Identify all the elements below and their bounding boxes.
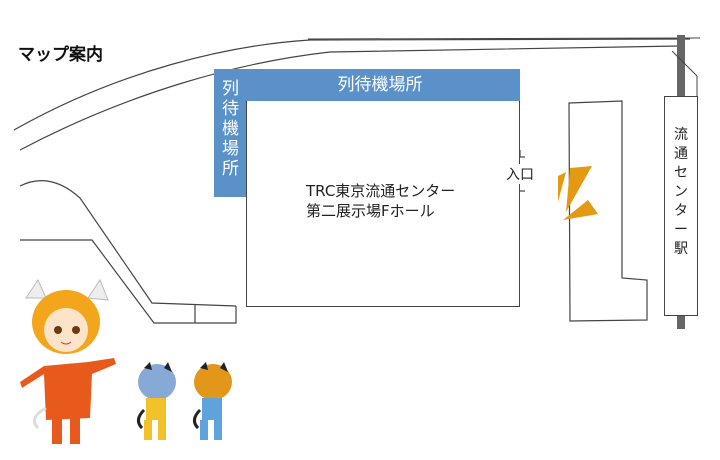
queue-area-left-text: 列待機場所 (222, 79, 239, 179)
queue-area-left-label: 列待機場所 (214, 79, 247, 179)
queue-area-left (214, 69, 247, 197)
page-title: マップ案内 (18, 45, 103, 65)
exhibition-hall (246, 101, 520, 307)
hall-label: TRC東京流通センター 第二展示場Fホール (306, 181, 455, 221)
orange-hair-mascot-illustration (193, 362, 232, 440)
queue-area-top-label: 列待機場所 (337, 75, 423, 95)
road-curve (19, 180, 237, 307)
main-mascot-illustration (20, 278, 116, 444)
hall-label-line1: TRC東京流通センター (306, 182, 456, 200)
road-lower (20, 239, 237, 324)
hall-label-line2: 第二展示場Fホール (306, 202, 435, 220)
rail-line-outer (13, 38, 691, 131)
rail-line-inner (19, 45, 681, 151)
blue-hair-mascot-illustration (137, 362, 176, 440)
station-label: 流通センター駅 (664, 126, 698, 259)
station-platform (664, 96, 698, 316)
queue-area-top (214, 69, 520, 101)
entrance-marker-icon (558, 166, 598, 220)
adjacent-building (568, 100, 648, 322)
station-label-text: 流通センター駅 (674, 127, 688, 257)
entrance-label: 入口 (506, 164, 534, 184)
